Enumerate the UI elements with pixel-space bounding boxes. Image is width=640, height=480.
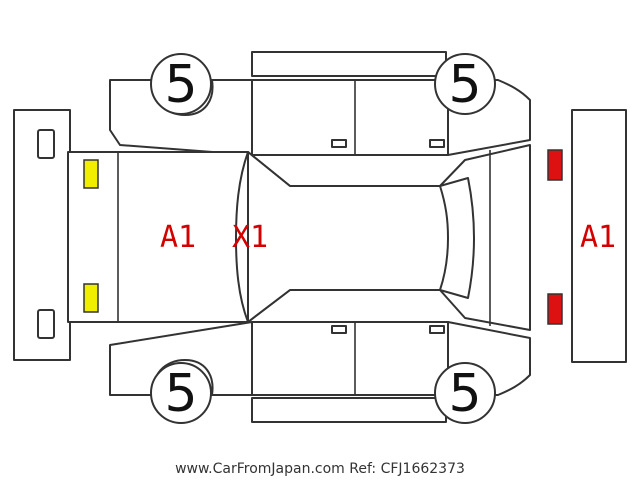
front-lamp-top	[83, 159, 99, 189]
damage-code-hood: X1	[232, 220, 268, 255]
wheel-rear-left	[150, 362, 212, 424]
wheel-front-right	[434, 53, 496, 115]
tire-grade-front-right: 5	[448, 55, 481, 115]
tire-grade-rear-right: 5	[448, 364, 481, 424]
car-body-topview	[67, 144, 531, 331]
tire-grade-front-left: 5	[164, 55, 197, 115]
rear-bumper-panel	[571, 109, 627, 363]
wheel-front-left	[150, 53, 212, 115]
footer-credit: www.CarFromJapan.com Ref: CFJ1662373	[175, 461, 465, 477]
rear-lamp-bottom	[547, 293, 563, 325]
tire-grade-rear-left: 5	[164, 364, 197, 424]
wheel-rear-right	[434, 362, 496, 424]
front-bumper-panel	[13, 109, 71, 361]
rear-lamp-top	[547, 149, 563, 181]
bottom-side-panels	[109, 321, 531, 423]
damage-code-rear-bumper: A1	[580, 220, 616, 255]
front-lamp-bottom	[83, 283, 99, 313]
damage-code-front-bumper: A1	[160, 220, 196, 255]
